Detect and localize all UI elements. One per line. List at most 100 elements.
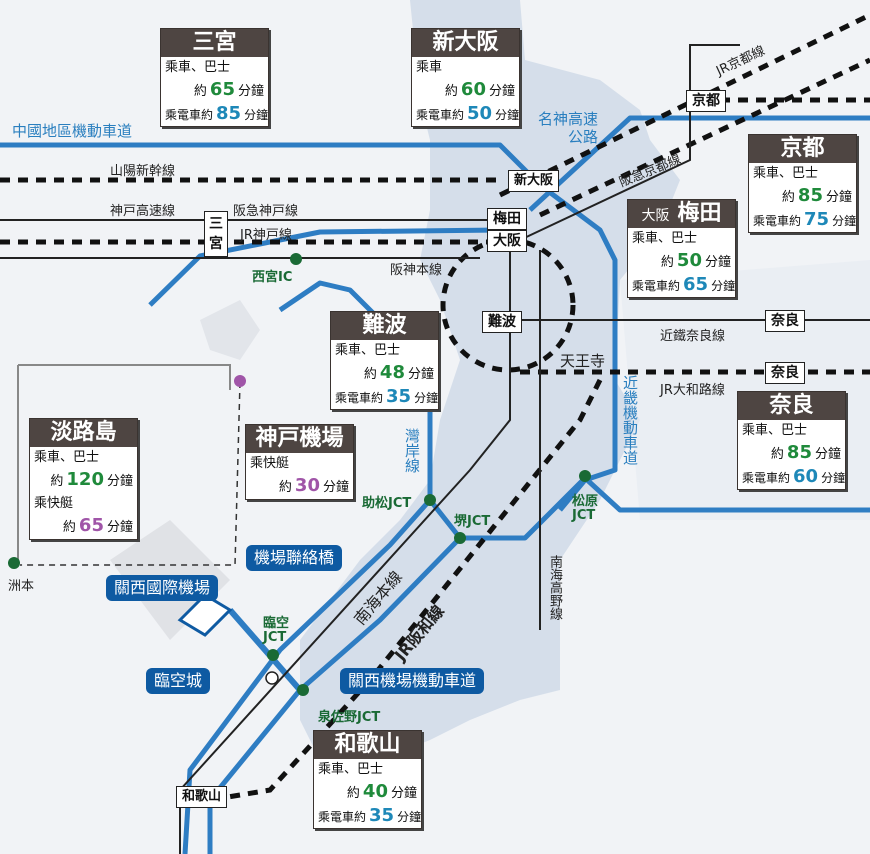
card-mode: 乘車、巴士: [632, 231, 698, 246]
label-sumoto: 洲本: [8, 579, 35, 594]
awaji-coast: [18, 364, 231, 390]
train-minutes: 65: [683, 274, 709, 295]
card-title: 新大阪: [412, 29, 519, 57]
kobe-airport-dot: [234, 375, 246, 387]
station-nara-kintetsu[interactable]: 奈良: [765, 310, 805, 332]
meishin-expressway: [528, 115, 870, 212]
hankyu-kyoto-dashed: [538, 57, 870, 218]
card-mode: 乘車、巴士: [742, 423, 808, 438]
train-minutes: 85: [216, 103, 242, 124]
label-hanshin-main: 阪神本線: [390, 263, 443, 278]
card-title: 奈良: [738, 392, 845, 420]
label-matsubara: 松原: [572, 494, 599, 509]
ferry-minutes: 30: [294, 475, 320, 496]
label-rinku-jct: JCT: [263, 630, 287, 645]
wangan-line: [182, 370, 433, 854]
card-title: 大阪梅田: [628, 200, 735, 228]
nishinomiya-ic-dot: [290, 253, 302, 265]
card-title: 淡路島: [30, 419, 137, 447]
station-osaka[interactable]: 大阪: [487, 230, 527, 252]
bus-minutes: 65: [209, 79, 235, 100]
label-kinki-expwy: 近畿機動車道: [621, 375, 639, 465]
train-minutes: 35: [386, 386, 412, 407]
matsubara-jct-dot: [579, 470, 591, 482]
station-shin-osaka[interactable]: 新大阪: [508, 170, 560, 192]
station-umeda[interactable]: 梅田: [487, 208, 527, 230]
station-namba[interactable]: 難波: [482, 311, 522, 333]
label-izumisano-jct: 泉佐野JCT: [318, 710, 381, 725]
station-tennoji[interactable]: 天王寺: [560, 352, 606, 370]
card-ferry-mode: 乘快艇: [34, 496, 74, 511]
station-sannomiya[interactable]: 三宮: [204, 211, 228, 257]
nankai-main-line: [179, 250, 511, 854]
label-meishin: 名神高速公路: [537, 110, 598, 146]
station-wakayama[interactable]: 和歌山: [176, 786, 228, 808]
card-mode: 乘車: [416, 60, 443, 75]
callout-kix[interactable]: 關西國際機場: [106, 575, 219, 601]
card-title: 和歌山: [314, 731, 421, 759]
sumoto-dot: [8, 557, 20, 569]
label-sakai-jct: 堺JCT: [454, 514, 491, 529]
sakai-route: [428, 476, 587, 541]
card-title: 神戸機場: [246, 425, 353, 453]
jr-kyoto-line: [498, 12, 870, 198]
card-mode: 乘快艇: [250, 456, 290, 471]
bus-minutes: 50: [676, 250, 702, 271]
sakai-jct-dot: [454, 532, 466, 544]
label-chugoku-expwy: 中國地區機動車道: [12, 122, 133, 140]
bus-minutes: 85: [786, 442, 812, 463]
label-sukematsu-jct: 助松JCT: [362, 496, 412, 511]
osaka-loop-line: [440, 237, 576, 373]
callout-kix-expressway[interactable]: 關西機場機動車道: [340, 668, 485, 694]
izumisano-jct-dot: [297, 684, 309, 696]
rinku-town-dot: [265, 671, 279, 685]
sukematsu-jct-dot: [424, 494, 436, 506]
card-title: 京都: [749, 135, 856, 163]
callout-airport-bridge[interactable]: 機場聯絡橋: [246, 545, 343, 571]
bus-minutes: 60: [460, 79, 486, 100]
kinki-to-east: [583, 476, 870, 513]
kix-outline: [177, 593, 233, 637]
label-rinku: 臨空: [263, 616, 290, 631]
train-minutes: 35: [369, 805, 395, 826]
kobe-airport-island: [200, 300, 260, 360]
callout-rinku-town[interactable]: 臨空城: [146, 668, 211, 694]
train-minutes: 50: [467, 103, 493, 124]
bus-minutes: 85: [797, 185, 823, 206]
label-matsubara-jct: JCT: [572, 508, 596, 523]
rinku-jct-dot: [267, 649, 279, 661]
card-mode: 乘車、巴士: [165, 60, 231, 75]
label-kintetsu-nara: 近鐵奈良線: [660, 329, 726, 344]
label-jr-yamatoji: JR大和路線: [660, 383, 725, 398]
station-nara-jr[interactable]: 奈良: [765, 362, 805, 384]
label-hankyu-kobe: 阪急神戸線: [233, 204, 299, 219]
bus-minutes: 120: [66, 469, 104, 490]
label-kobe-kosoku: 神戸高速線: [110, 204, 176, 219]
label-wangan: 灣岸線: [403, 428, 421, 473]
station-kyoto[interactable]: 京都: [686, 90, 726, 112]
